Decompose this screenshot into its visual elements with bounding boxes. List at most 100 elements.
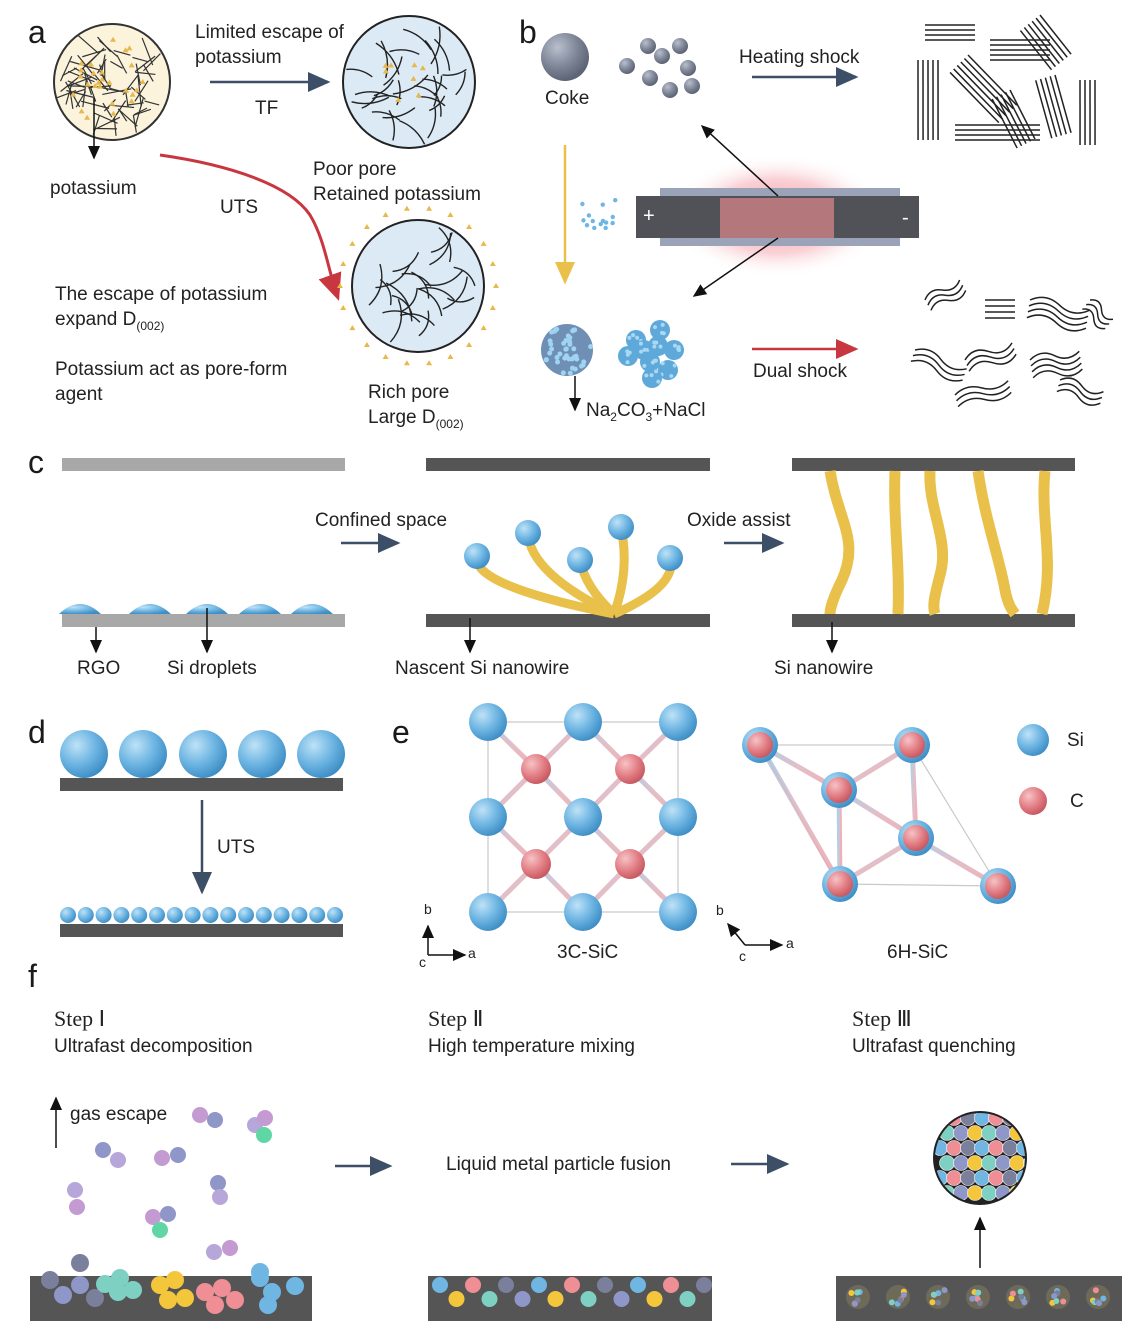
fiber	[133, 107, 148, 116]
poor-pore-particle	[342, 15, 476, 149]
salt-dot	[600, 202, 605, 207]
poor-pore-fibers	[346, 26, 467, 145]
hea-grain	[929, 1299, 936, 1306]
d-top-substrate	[60, 778, 343, 791]
step-2-title: Step Ⅱ	[428, 1006, 484, 1031]
axis-c-label-3c: c	[419, 954, 426, 970]
bonds-6h	[757, 742, 1000, 889]
hea-atom	[935, 1170, 948, 1186]
curved-layer	[1027, 308, 1088, 326]
fiber	[354, 91, 392, 98]
salt-dot	[603, 225, 608, 231]
fiber	[132, 56, 149, 63]
c-atom	[899, 732, 925, 758]
retained-potassium-dots	[382, 62, 426, 102]
potassium-dot	[489, 304, 496, 310]
potassium-dot	[109, 100, 116, 106]
metal-particle	[86, 1289, 104, 1307]
fiber	[389, 298, 403, 343]
fiber	[379, 279, 392, 306]
metal-particle	[166, 1271, 184, 1289]
fiber	[403, 28, 432, 51]
hea-atom	[981, 1155, 997, 1171]
curved-layer	[1031, 362, 1082, 373]
potassium-dot	[403, 205, 410, 211]
step-3-desc: Ultrafast quenching	[852, 1036, 1016, 1057]
cluster-grain	[652, 325, 657, 330]
potassium-dot	[122, 47, 129, 53]
step-1-desc: Ultrafast decomposition	[54, 1036, 253, 1057]
hea-grain	[897, 1297, 904, 1304]
coke-fragment	[662, 82, 678, 98]
gas-atom	[210, 1175, 226, 1191]
salt-grain	[572, 366, 578, 372]
coke-fragments	[619, 38, 700, 98]
c-atom	[521, 754, 551, 784]
heating-shock-label: Heating shock	[739, 47, 860, 68]
cluster-grain	[676, 345, 681, 350]
panel-label-e: e	[392, 714, 410, 750]
metal-particle	[448, 1291, 465, 1307]
agent-label: Potassium act as pore-form	[55, 359, 288, 380]
gas-atom	[160, 1206, 176, 1222]
fiber	[411, 271, 430, 299]
fiber	[134, 55, 156, 73]
cluster-grain	[672, 343, 677, 348]
metal-particle	[498, 1277, 514, 1293]
gas-atom	[192, 1107, 208, 1123]
potassium-dot	[77, 67, 84, 73]
si-droplet	[291, 604, 333, 614]
fiber	[82, 68, 92, 85]
graphene-layer	[1039, 78, 1058, 138]
si-droplets-group	[59, 604, 333, 614]
hea-grain	[1060, 1298, 1067, 1305]
minus-terminal: -	[902, 207, 909, 229]
large-d-text: Large D	[368, 407, 436, 428]
fiber	[442, 68, 467, 76]
metal-particle	[613, 1291, 630, 1307]
salt-grain	[549, 346, 555, 352]
fiber	[424, 40, 439, 74]
graphene-layer	[1044, 77, 1063, 136]
fiber	[447, 296, 475, 303]
graphene-layer	[1049, 76, 1067, 135]
fiber	[134, 80, 149, 102]
fiber	[90, 87, 97, 102]
fiber	[361, 93, 379, 109]
salt-dots	[580, 197, 618, 231]
gas-atom	[206, 1244, 222, 1260]
lower-product-arrow	[692, 237, 779, 297]
fiber	[453, 266, 476, 287]
cluster-grain	[625, 349, 630, 354]
oxide-assist-label: Oxide assist	[687, 510, 791, 531]
graphene-layer	[956, 64, 1007, 117]
si-atom	[564, 703, 602, 741]
fiber	[382, 107, 416, 119]
escape-label: The escape of potassium	[55, 284, 268, 305]
si-atom	[564, 893, 602, 931]
hea-atom	[946, 1140, 962, 1156]
fiber	[70, 60, 100, 71]
salt-grain	[588, 344, 594, 350]
fiber	[433, 38, 451, 71]
salt-grain	[562, 355, 568, 361]
salt-dot	[584, 223, 590, 228]
hea-grain	[1008, 1295, 1015, 1302]
fiber	[141, 37, 154, 66]
potassium-dot	[70, 91, 77, 97]
fiber	[143, 64, 154, 82]
hea-atom	[981, 1125, 997, 1141]
fiber	[391, 294, 413, 316]
hea-atom	[960, 1140, 976, 1156]
f2-particles	[432, 1277, 712, 1307]
hea-grain	[975, 1289, 982, 1296]
nascent-stem	[609, 526, 629, 616]
gas-atom	[95, 1142, 111, 1158]
potassium-dot	[133, 87, 140, 93]
potassium-dot	[123, 87, 130, 93]
si-droplet-small	[184, 907, 201, 923]
rich-pore-label: Rich pore	[368, 382, 450, 403]
metal-particle	[286, 1277, 304, 1295]
fiber	[430, 26, 441, 65]
potassium-dot	[480, 325, 487, 331]
